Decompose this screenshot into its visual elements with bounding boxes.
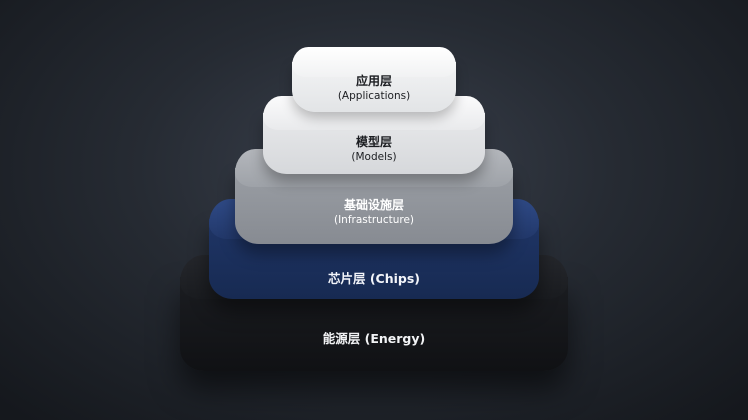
applications-layer-top — [292, 47, 456, 77]
infrastructure-layer: 基础设施层 (Infrastructure) — [235, 149, 513, 244]
models-layer-subtitle: (Models) — [351, 151, 397, 163]
models-layer-title: 模型层 — [355, 135, 392, 149]
applications-layer-subtitle: (Applications) — [337, 90, 411, 102]
applications-layer-label: 应用层 (Applications) — [292, 74, 456, 103]
chips-layer-text: 芯片层 (Chips) — [327, 271, 421, 286]
applications-layer: 应用层 (Applications) — [292, 47, 456, 112]
infrastructure-layer-label: 基础设施层 (Infrastructure) — [235, 198, 513, 227]
models-layer-label: 模型层 (Models) — [263, 135, 485, 164]
energy-layer-text: 能源层 (Energy) — [322, 331, 426, 346]
energy-layer-label: 能源层 (Energy) — [180, 331, 568, 347]
infrastructure-layer-subtitle: (Infrastructure) — [333, 214, 415, 226]
infrastructure-layer-title: 基础设施层 — [343, 198, 404, 212]
applications-layer-title: 应用层 — [355, 74, 392, 88]
chips-layer-label: 芯片层 (Chips) — [209, 271, 539, 287]
